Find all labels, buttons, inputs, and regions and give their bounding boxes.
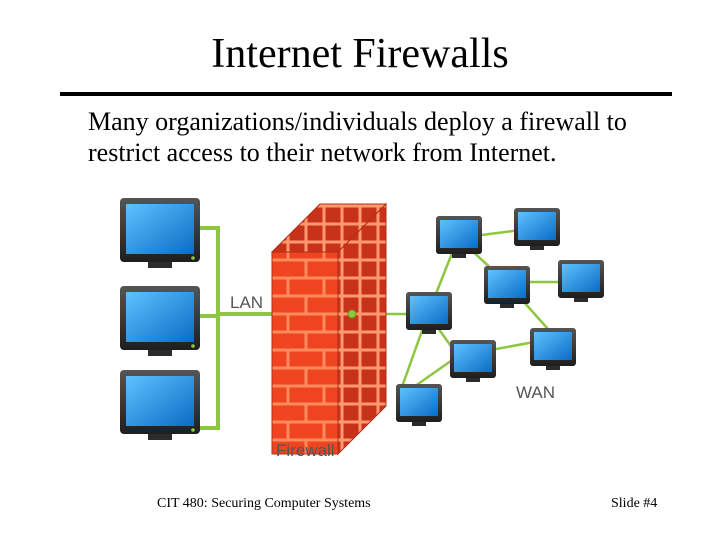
network-diagram: LAN WAN Firewall [90, 188, 650, 478]
wan-monitor [558, 260, 604, 302]
firewall-port [347, 309, 357, 319]
wan-monitor [514, 208, 560, 250]
title-rule [60, 92, 672, 96]
wan-label: WAN [516, 383, 555, 402]
slide-title: Internet Firewalls [211, 31, 509, 77]
firewall-label: Firewall [276, 441, 335, 460]
footer-slide-number: Slide #4 [611, 496, 658, 511]
wan-monitor [436, 216, 482, 258]
wan-monitor [484, 266, 530, 308]
lan-monitor [120, 286, 200, 356]
wan-monitor [530, 328, 576, 370]
lan-monitor [120, 370, 200, 440]
lan-monitor [120, 198, 200, 268]
wan-monitor [450, 340, 496, 382]
wan-monitor [396, 384, 442, 426]
slide-body-text: Many organizations/individuals deploy a … [88, 107, 627, 167]
footer-course: CIT 480: Securing Computer Systems [157, 496, 371, 511]
wan-monitor [406, 292, 452, 334]
firewall-wall [270, 202, 388, 456]
lan-label: LAN [230, 293, 263, 312]
